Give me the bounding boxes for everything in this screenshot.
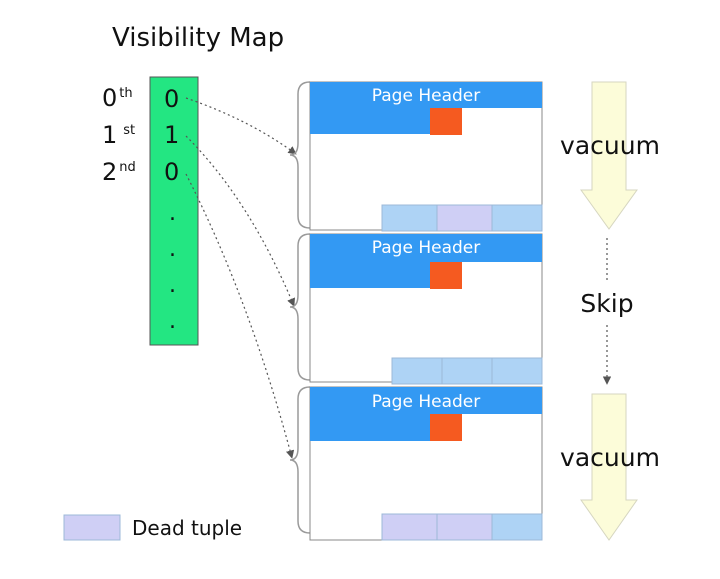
visibility-map-column xyxy=(149,76,199,346)
vm-dot-1: . xyxy=(169,201,176,226)
page-header-band xyxy=(310,387,542,441)
tuple-live xyxy=(381,204,438,232)
vacuum-arrow-icon xyxy=(580,393,638,541)
legend-dead-tuple-swatch xyxy=(63,514,121,541)
page-brace-0 xyxy=(289,81,311,229)
pointer-arrow-page-1 xyxy=(185,135,295,307)
table-page-1: Page Header xyxy=(309,233,543,385)
pointer-arrow-page-0 xyxy=(185,97,297,155)
table-page-2: Page Header xyxy=(309,386,543,541)
vm-bit-1: 1 xyxy=(164,121,179,149)
page-header-label: Page Header xyxy=(372,392,480,412)
action-label-vacuum-2: vacuum xyxy=(560,443,660,472)
vm-dot-3: . xyxy=(169,273,176,298)
table-page-0: Page Header xyxy=(309,81,543,232)
diagram-title: Visibility Map xyxy=(112,23,284,53)
vm-dot-2: . xyxy=(169,237,176,262)
vm-bit-0: 0 xyxy=(164,85,179,113)
tuple-live xyxy=(491,357,543,385)
tuple-live xyxy=(391,357,443,385)
item-pointer-block xyxy=(430,262,462,289)
tuple-dead xyxy=(436,513,493,541)
tuple-dead xyxy=(381,513,438,541)
tuple-live xyxy=(491,513,543,541)
page-header-band xyxy=(310,234,542,288)
page-header-label: Page Header xyxy=(372,238,480,258)
action-label-skip: Skip xyxy=(580,289,633,318)
vacuum-arrow-icon xyxy=(580,81,638,230)
tuple-dead xyxy=(436,204,493,232)
page-brace-1 xyxy=(289,233,311,381)
item-pointer-block xyxy=(430,414,462,441)
pointer-arrow-page-2 xyxy=(185,173,295,459)
item-pointer-block xyxy=(430,108,462,135)
vm-dot-4: . xyxy=(169,309,176,334)
page-header-band xyxy=(310,82,542,134)
vm-bit-2: 0 xyxy=(164,158,179,186)
tuple-live xyxy=(441,357,493,385)
legend-dead-tuple-label: Dead tuple xyxy=(132,516,242,540)
action-label-vacuum-0: vacuum xyxy=(560,131,660,160)
tuple-live xyxy=(491,204,543,232)
page-header-label: Page Header xyxy=(372,86,480,106)
page-brace-2 xyxy=(289,386,311,534)
